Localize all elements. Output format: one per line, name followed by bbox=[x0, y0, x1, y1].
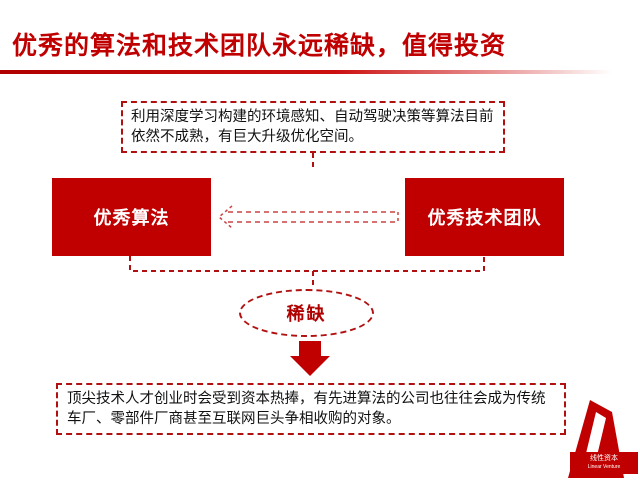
dashed-arrow-head bbox=[217, 205, 233, 229]
top-note-box: 利用深度学习构建的环境感知、自动驾驶决策等算法目前依然不成熟，有巨大升级优化空间… bbox=[121, 101, 505, 153]
page-title: 优秀的算法和技术团队永远稀缺，值得投资 bbox=[12, 31, 507, 60]
down-arrow-icon bbox=[290, 341, 330, 376]
logo-name-en: Linear Venture bbox=[587, 464, 621, 470]
bottom-note-box: 顶尖技术人才创业时会受到资本热捧，有先进算法的公司也往往会成为传统车厂、零部件厂… bbox=[56, 383, 566, 435]
logo-icon bbox=[568, 400, 638, 478]
logo-name: 线性资本 bbox=[590, 455, 618, 462]
scarcity-label: 稀缺 bbox=[286, 304, 327, 325]
scarcity-ellipse: 稀缺 bbox=[239, 289, 374, 337]
bottom-bracket bbox=[129, 256, 485, 272]
logo-text: 线性资本 Linear Venture bbox=[572, 455, 636, 471]
title-underline bbox=[0, 70, 612, 74]
excellent-team-box: 优秀技术团队 bbox=[405, 178, 564, 256]
excellent-algorithm-box: 优秀算法 bbox=[52, 178, 211, 256]
